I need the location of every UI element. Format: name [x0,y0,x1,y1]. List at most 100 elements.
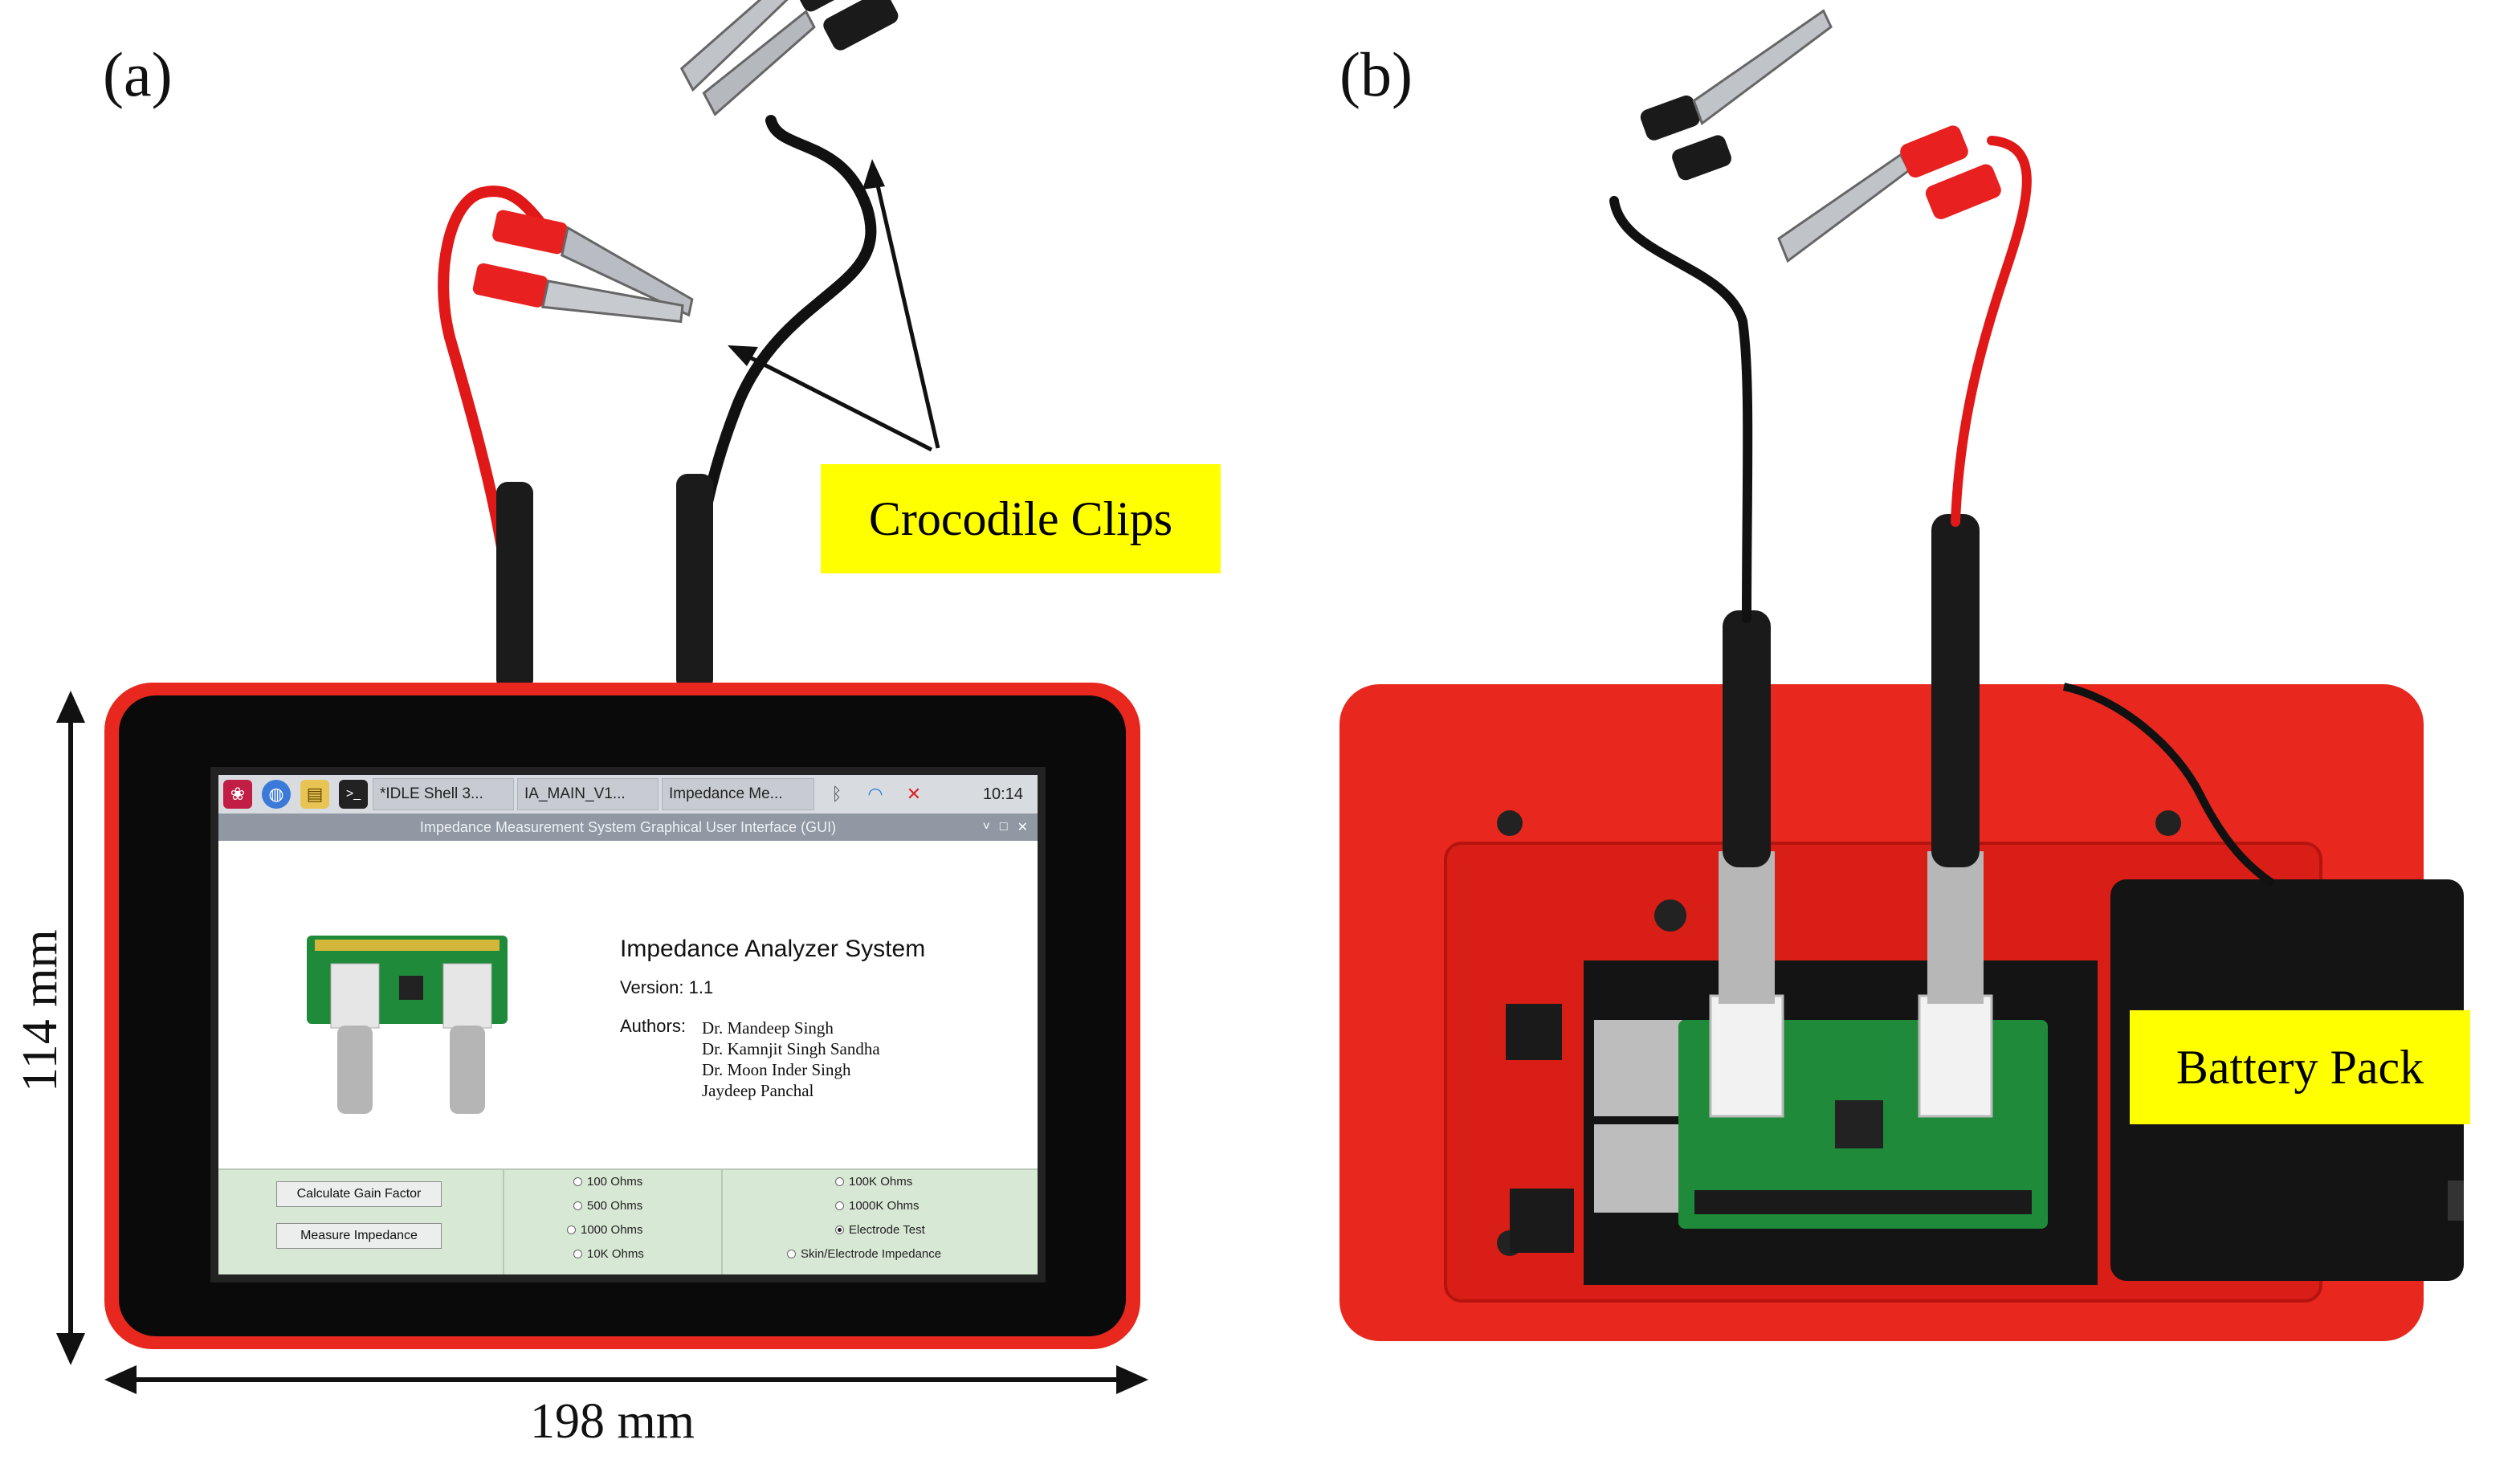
width-dimension-label: 198 mm [530,1394,695,1449]
taskbar: ❀ ◍ ▤ >_ *IDLE Shell 3... IA_MAIN_V1... … [218,775,1038,814]
height-dim-bottom-head [56,1333,85,1365]
screw-hole-1 [1497,810,1523,836]
radio-label: Skin/Electrode Impedance [801,1247,942,1261]
black-crocodile-clip-b [1640,9,1833,181]
usb-port-1 [1594,1020,1682,1116]
volume-muted-icon[interactable]: ✕ [906,784,922,804]
authors-label: Authors: [620,1016,686,1036]
bnc-metal-left [1719,851,1775,1004]
app-pcb-chip [399,976,423,1000]
radio-column-right: 100K Ohms 1000K Ohms Electrode Test Skin… [723,1170,1038,1274]
app-bnc-left-base [330,963,380,1029]
radio-100-ohms[interactable]: 100 Ohms [573,1175,642,1189]
radio-label: 100 Ohms [587,1175,643,1189]
radio-label: 100K Ohms [849,1175,913,1189]
cable-boot-right [1931,514,1980,867]
arrow-head-1 [728,345,758,366]
battery-cable [2062,683,2275,887]
radio-1000-ohms[interactable]: 1000 Ohms [567,1223,643,1237]
app-version: Version: 1.1 [620,977,714,997]
red-crocodile-clip [472,210,694,324]
taskbar-item-ia-main[interactable]: IA_MAIN_V1... [517,778,659,810]
button-column: Calculate Gain Factor Measure Impedance [218,1170,504,1274]
calculate-gain-factor-button[interactable]: Calculate Gain Factor [276,1181,442,1207]
radio-dot [567,1225,576,1234]
bnc-base-right [1918,994,1993,1118]
taskbar-item-label: *IDLE Shell 3... [380,785,483,802]
black-cable-a [685,115,877,680]
minimize-icon[interactable]: ˅ [982,820,990,834]
author-name: Dr. Mandeep Singh [702,1018,834,1038]
device-screen: ❀ ◍ ▤ >_ *IDLE Shell 3... IA_MAIN_V1... … [218,775,1038,1274]
panel-label-b: (b) [1340,39,1413,109]
width-dim-left-head [104,1365,137,1394]
radio-500-ohms[interactable]: 500 Ohms [573,1199,642,1213]
bluetooth-icon[interactable]: ᛒ [831,784,842,804]
height-dimension-label: 114 mm [13,929,67,1092]
taskbar-item-idle-shell[interactable]: *IDLE Shell 3... [373,778,514,810]
red-crocodile-clip-b [1777,125,2001,263]
screw-hole-4 [1654,899,1686,932]
author-name: Dr. Moon Inder Singh [702,1060,851,1079]
cable-boot-left [1723,610,1771,867]
pcb-chip [1835,1100,1883,1148]
radio-label: 500 Ohms [587,1199,643,1213]
app-pcb-header [315,940,500,951]
radio-dot [573,1250,582,1258]
battery-switch [2448,1181,2464,1221]
pcb-header [1694,1190,2032,1214]
radio-dot [835,1177,844,1186]
radio-skin-electrode-impedance[interactable]: Skin/Electrode Impedance [787,1247,941,1261]
bnc-base-left [1709,994,1784,1118]
radio-column-left: 100 Ohms 500 Ohms 1000 Ohms 10K Ohms [504,1170,723,1274]
cable-sleeve-right [676,474,713,691]
usb-port-2 [1594,1124,1682,1213]
ethernet-port [1510,1189,1574,1253]
terminal-icon[interactable]: >_ [339,780,368,809]
window-title: Impedance Measurement System Graphical U… [419,818,837,835]
micro-usb-port [1506,1004,1562,1060]
radio-100k-ohms[interactable]: 100K Ohms [835,1175,912,1189]
authors-list: Dr. Mandeep Singh Dr. Kamnjit Singh Sand… [702,1017,880,1101]
radio-electrode-test[interactable]: Electrode Test [835,1223,925,1237]
black-cable-b [1609,196,1753,623]
bnc-metal-right [1927,851,1984,1004]
radio-label: 10K Ohms [587,1247,644,1261]
taskbar-item-label: IA_MAIN_V1... [524,785,626,802]
radio-1000k-ohms[interactable]: 1000K Ohms [835,1199,920,1213]
radio-label: Electrode Test [849,1223,925,1237]
crocodile-clips-label: Crocodile Clips [821,464,1221,573]
radio-dot [835,1201,844,1210]
app-bnc-left-barrel [337,1026,373,1114]
radio-dot [787,1250,796,1258]
raspberry-menu-icon[interactable]: ❀ [223,780,252,809]
measure-impedance-button[interactable]: Measure Impedance [276,1223,442,1249]
wifi-icon[interactable]: ◠ [867,784,883,804]
control-panel: Calculate Gain Factor Measure Impedance … [218,1168,1038,1274]
window-controls: ˅ □ ✕ [983,814,1028,841]
app-bnc-right-barrel [450,1026,485,1114]
red-cable-b [1951,136,2032,527]
arrow-line-2 [873,174,940,449]
app-bnc-right-base [442,963,492,1029]
browser-icon[interactable]: ◍ [262,780,291,809]
black-crocodile-clip-a [679,0,899,116]
taskbar-item-impedance[interactable]: Impedance Me... [662,778,814,810]
radio-10k-ohms[interactable]: 10K Ohms [573,1247,644,1261]
author-name: Jaydeep Panchal [702,1081,814,1100]
app-title: Impedance Analyzer System [620,936,926,962]
width-dim-right-head [1116,1365,1148,1394]
maximize-icon[interactable]: □ [999,820,1008,834]
file-manager-icon[interactable]: ▤ [300,780,329,809]
panel-label-a: (a) [103,39,173,109]
battery-pack-label: Battery Pack [2130,1010,2470,1124]
arrow-head-2 [862,159,885,190]
pcb-product-image [307,936,508,1114]
taskbar-item-label: Impedance Me... [669,785,783,802]
radio-label: 1000 Ohms [581,1223,643,1237]
radio-dot [573,1177,582,1186]
close-icon[interactable]: ✕ [1017,821,1028,834]
taskbar-clock: 10:14 [982,785,1023,803]
radio-label: 1000K Ohms [849,1199,920,1213]
radio-dot [573,1201,582,1210]
